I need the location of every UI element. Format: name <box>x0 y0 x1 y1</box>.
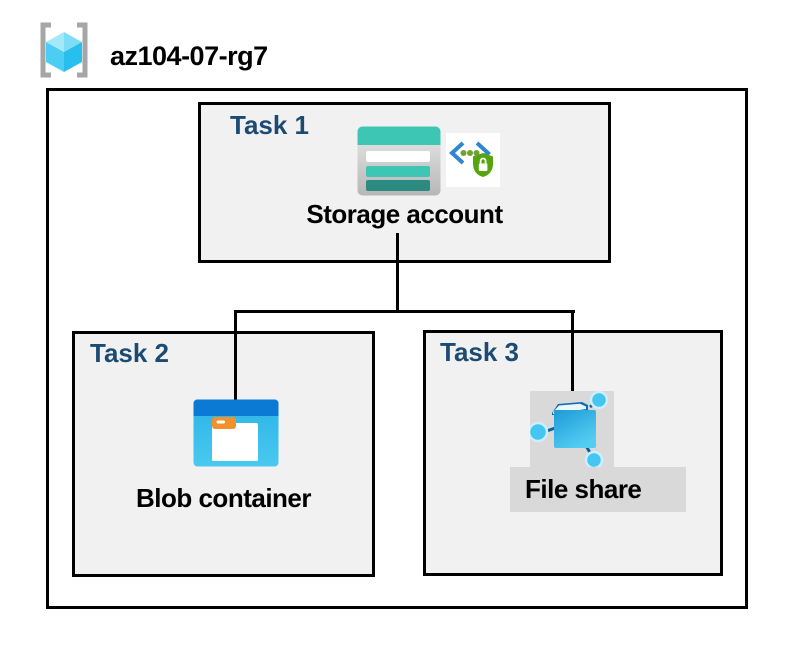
file-share-icon <box>530 391 609 468</box>
storage-account-icon <box>357 126 441 196</box>
blob-container-label: Blob container <box>135 483 312 513</box>
connector-to-blob-container <box>234 310 237 400</box>
connector-to-file-share <box>571 310 574 392</box>
connector-horizontal-split <box>234 310 575 313</box>
storage-account-label: Storage account <box>306 199 503 229</box>
blob-container-icon <box>193 399 279 467</box>
resource-group-name: az104-07-rg7 <box>110 41 268 71</box>
connector-storage-stem <box>396 233 399 312</box>
task1-label: Task 1 <box>230 110 310 140</box>
resource-group-icon <box>40 22 88 78</box>
task3-label: Task 3 <box>440 337 520 367</box>
file-share-icon-plate <box>530 391 614 468</box>
secure-access-lock-icon <box>446 133 500 187</box>
task2-label: Task 2 <box>90 338 170 368</box>
file-share-label-plate: File share <box>510 467 686 512</box>
file-share-label: File share <box>525 474 642 504</box>
